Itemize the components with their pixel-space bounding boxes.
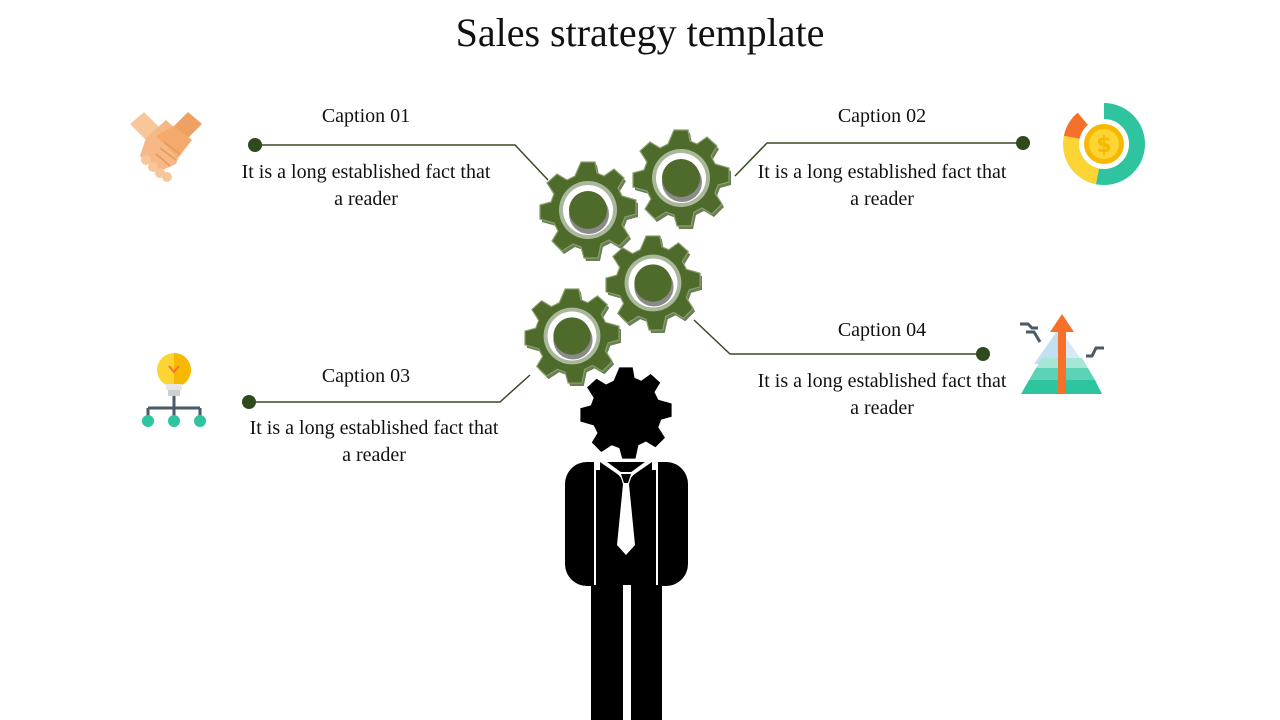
connector-03 xyxy=(249,374,531,403)
dollar-donut-icon: $ xyxy=(1063,103,1145,185)
caption-01-title: Caption 01 xyxy=(321,105,411,127)
gear-icon xyxy=(539,161,638,261)
connector-04 xyxy=(693,319,983,355)
businessman-silhouette xyxy=(565,367,688,720)
gear-icon xyxy=(605,235,702,333)
gear-icon xyxy=(632,129,731,229)
caption-03-text: It is a long established fact that a rea… xyxy=(249,417,499,466)
connector-dot-04 xyxy=(976,347,990,361)
caption-04-text: It is a long established fact that a rea… xyxy=(757,370,1007,419)
connector-dot-01 xyxy=(248,138,262,152)
head-gear-icon xyxy=(580,367,672,459)
lightbulb-network-icon xyxy=(142,353,206,427)
gear-icon xyxy=(524,288,621,386)
connector-dot-02 xyxy=(1016,136,1030,150)
connector-lines xyxy=(249,142,1023,403)
connector-02 xyxy=(734,142,1023,177)
slide-title: Sales strategy template xyxy=(455,10,825,55)
connector-01 xyxy=(255,144,549,181)
svg-text:$: $ xyxy=(1096,133,1111,158)
caption-03-title: Caption 03 xyxy=(321,365,411,387)
gear-cluster xyxy=(524,129,731,386)
caption-02-title: Caption 02 xyxy=(837,105,927,127)
connector-dot-03 xyxy=(242,395,256,409)
handshake-icon xyxy=(130,112,202,182)
pyramid-growth-icon xyxy=(1020,314,1104,394)
caption-02-text: It is a long established fact that a rea… xyxy=(757,161,1007,210)
caption-04-title: Caption 04 xyxy=(837,319,927,341)
caption-01-text: It is a long established fact that a rea… xyxy=(241,161,491,210)
